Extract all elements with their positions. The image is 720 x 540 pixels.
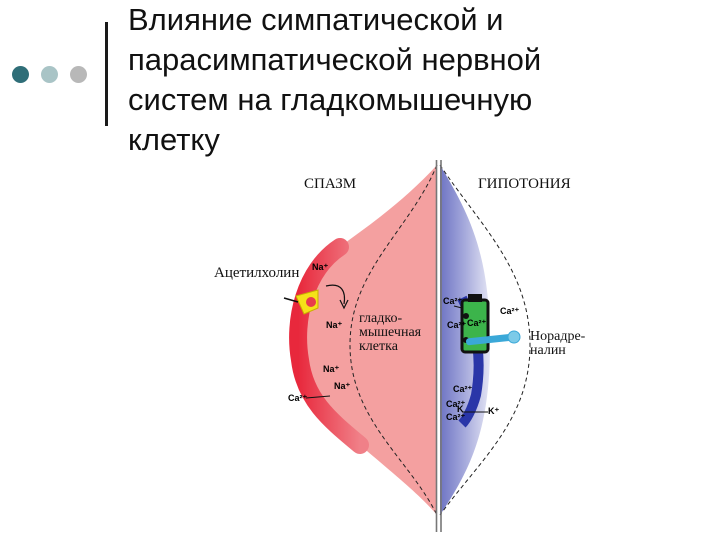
noradrenaline-rod [466, 333, 516, 346]
ion-ca-r4: Ca²⁺ [467, 318, 487, 328]
acetylcholine-arrow [283, 297, 299, 303]
pump-site-1 [463, 313, 469, 319]
ca-efflux-arrow [453, 305, 463, 309]
slide-title: Влияние симпатической и парасимпатическо… [128, 0, 708, 160]
ion-ca-r3: Ca²⁺ [447, 320, 467, 330]
receptor-binding-site [306, 297, 316, 307]
ion-na-mid: Na⁺ [323, 364, 340, 374]
ion-na-left: Na⁺ [326, 320, 343, 330]
ion-k-1: K [457, 404, 464, 414]
ion-ca-r5: Ca²⁺ [453, 384, 473, 394]
ion-na-low: Na⁺ [334, 381, 351, 391]
bullet-dot-dark [12, 66, 29, 83]
cell-label-line-1: гладко- [359, 311, 403, 326]
cell-outline-dashed [349, 164, 438, 516]
hypotonia-label: ГИПОТОНИЯ [478, 176, 571, 192]
noradrenaline-label-line-1: Норадре- [530, 329, 586, 344]
title-divider [105, 22, 108, 126]
noradrenaline-label: Норадре- налин [530, 330, 585, 358]
cell-label-line-2: мышечная [359, 325, 422, 340]
cell-label-line-3: клетка [359, 339, 398, 354]
ion-ca-r7: Ca²⁺ [446, 412, 466, 422]
na-influx-arrow [325, 284, 346, 305]
ion-ca-r1: Ca²⁺ [443, 296, 463, 306]
bullet-dot-light [41, 66, 58, 83]
title-line-3: систем на гладкомышечную [128, 82, 533, 117]
spasm-membrane [289, 238, 369, 454]
ion-ca-r6: Ca²⁺ [446, 399, 466, 409]
spasm-label: СПАЗМ [304, 176, 357, 192]
acetylcholine-label: Ацетилхолин [214, 265, 300, 281]
noradrenaline-label-line-2: налин [530, 343, 566, 358]
ion-k-2: K⁺ [488, 406, 500, 416]
title-line-4: клетку [128, 122, 220, 157]
calcium-pump-cap [468, 294, 482, 302]
cell-label: гладко- мышечная клетка [359, 312, 421, 354]
cell-outline-dashed-right [439, 164, 531, 516]
ion-na-top: Na⁺ [312, 262, 329, 272]
ca-influx-arrow [305, 395, 331, 399]
na-influx-arrow-head [339, 299, 349, 310]
ion-ca-r2: Ca²⁺ [500, 306, 520, 316]
title-line-1: Влияние симпатической и [128, 2, 504, 37]
noradrenaline-head [507, 330, 521, 344]
bullet-dot-gray [70, 66, 87, 83]
title-line-2: парасимпатической нервной [128, 42, 542, 77]
ion-ca-left: Ca²⁺ [288, 393, 308, 403]
